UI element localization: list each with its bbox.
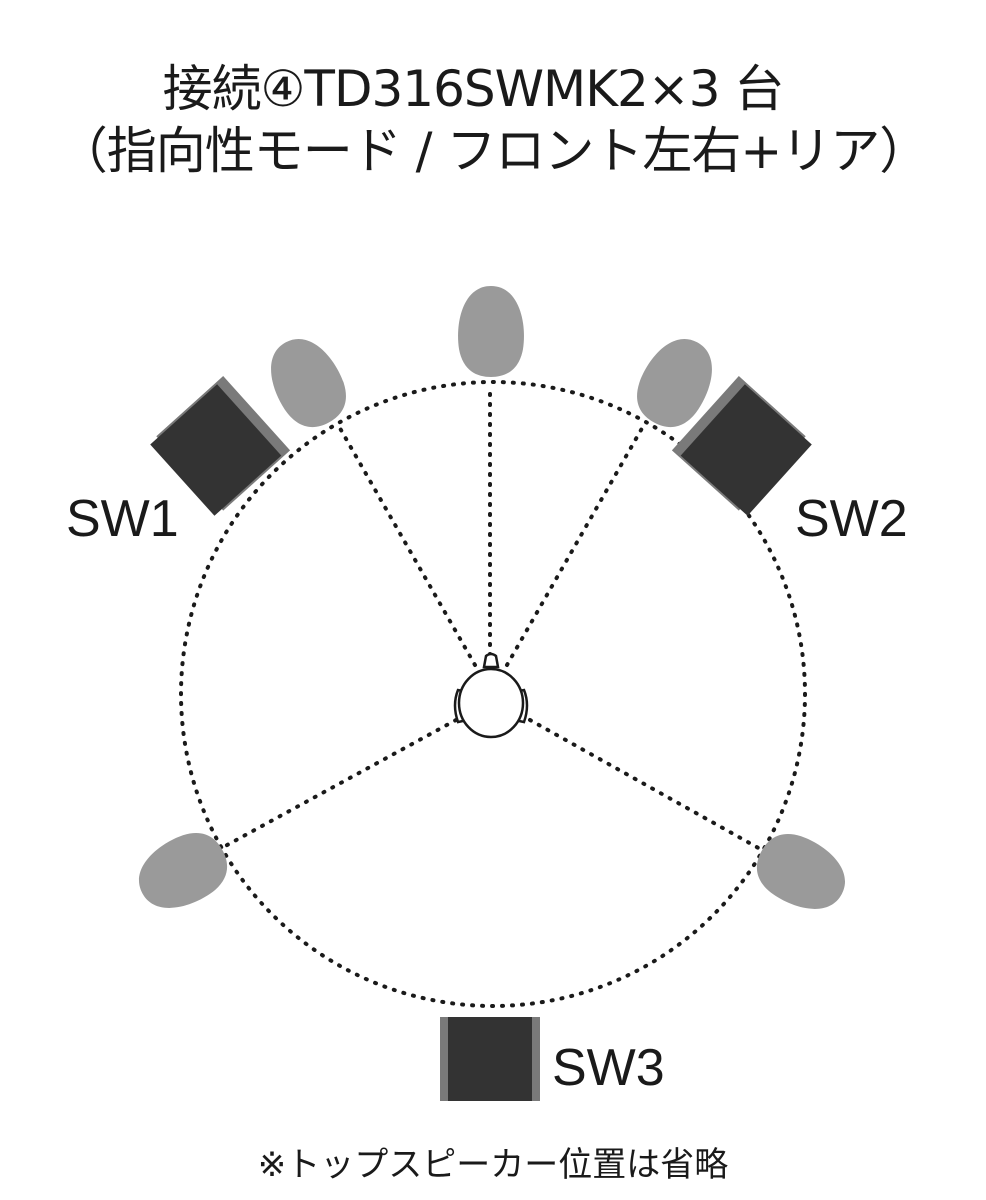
subwoofer-2 <box>671 376 812 516</box>
listening-lines <box>216 383 764 852</box>
subwoofer-3-label: SW3 <box>552 1039 665 1097</box>
speaker-front-center <box>458 286 524 377</box>
title-line-2: （指向性モード / フロント左右+リア） <box>57 122 930 180</box>
subwoofer-1 <box>150 376 291 516</box>
speaker-rear-right <box>745 822 858 924</box>
line-rear-left <box>216 718 458 852</box>
listening-circle <box>179 380 807 1008</box>
line-front-left <box>335 421 477 667</box>
subwoofer-1-label: SW1 <box>66 490 179 548</box>
line-front-right <box>505 421 647 667</box>
footnote: ※トップスピーカー位置は省略 <box>257 1145 729 1185</box>
diagram-title: 接続④TD316SWMK2×3 台 （指向性モード / フロント左右+リア） <box>0 58 986 182</box>
listener-head-icon <box>453 652 529 739</box>
title-line-1: 接続④TD316SWMK2×3 台 <box>162 60 785 118</box>
speaker-rear-left <box>126 821 239 923</box>
line-rear-right <box>528 718 764 852</box>
subwoofer-3 <box>440 1017 540 1101</box>
subwoofer-2-label: SW2 <box>795 490 908 548</box>
